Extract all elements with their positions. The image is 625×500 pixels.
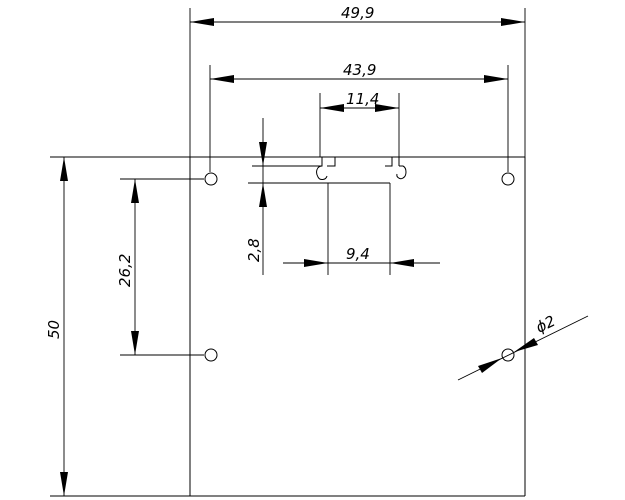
dimension-slot-inner-label: 9,4 (346, 245, 370, 263)
hole-top-right (501, 172, 515, 186)
dimension-hole-diameter: ϕ2 (457, 312, 589, 381)
dimension-hole-spacing-x: 43,9 (210, 61, 508, 83)
dimension-slot-outer-label: 11,4 (346, 90, 379, 108)
dimension-slot-depth-label: 2,8 (245, 238, 263, 262)
dimension-hole-spacing-x-label: 43,9 (343, 61, 376, 79)
plate-outline (50, 156, 526, 497)
dimension-slot-outer: 11,4 (320, 90, 399, 112)
dimension-overall-height: 50 (45, 157, 68, 496)
dimension-hole-spacing-y: 26,2 (116, 179, 139, 355)
dimension-overall-height-label: 50 (45, 320, 63, 339)
dimension-slot-depth: 2,8 (245, 118, 267, 275)
hole-top-left (204, 172, 218, 186)
dimension-hole-spacing-y-label: 26,2 (116, 254, 134, 287)
dimension-overall-width: 49,9 (190, 4, 525, 26)
extension-lines (120, 8, 526, 356)
dimension-overall-width-label: 49,9 (341, 4, 374, 22)
hole-bottom-left (204, 348, 218, 362)
slot-profile (248, 156, 407, 184)
mounting-holes (204, 172, 515, 362)
dimension-slot-inner: 9,4 (283, 245, 440, 267)
